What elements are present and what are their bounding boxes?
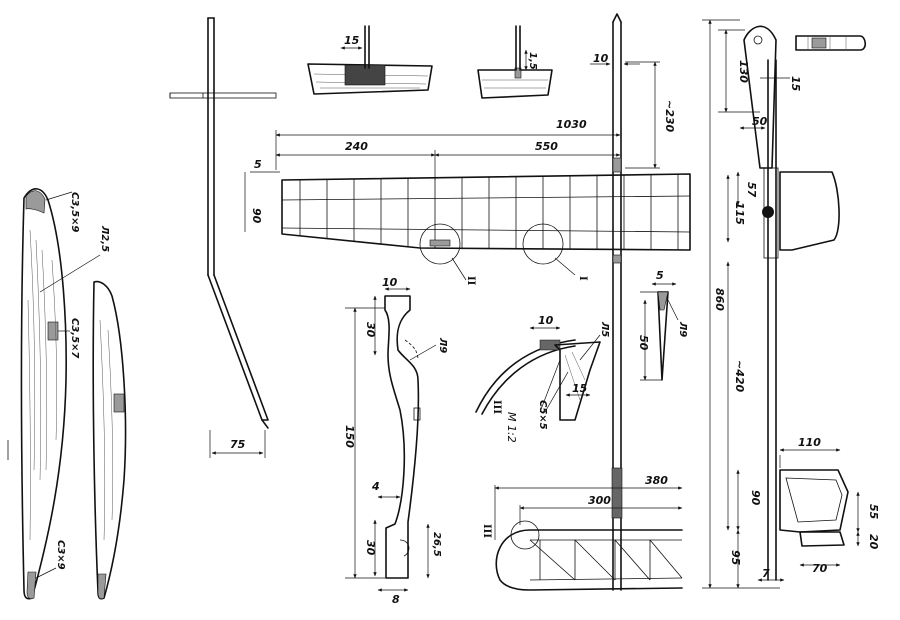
- label-arc-l5: Л5: [599, 321, 610, 337]
- dim-90: 90: [250, 208, 263, 224]
- dim-26-5: 26,5: [431, 532, 442, 557]
- dim-5-tip: 5: [656, 269, 664, 282]
- dim-95: 95: [729, 550, 742, 566]
- label-tip-l9: Л9: [677, 321, 688, 337]
- fuselage-former: [345, 287, 437, 592]
- label-view-i: I: [577, 276, 588, 281]
- dim-240: 240: [345, 140, 368, 153]
- arc-detail: [475, 326, 601, 421]
- dim-300: 300: [588, 494, 611, 507]
- dim-130: 130: [737, 60, 750, 83]
- dim-1030: 1030: [556, 118, 587, 131]
- dim-7: 7: [762, 567, 770, 580]
- stabilizer-planform: [494, 485, 683, 591]
- dim-57: 57: [745, 182, 758, 198]
- dim-10-arc: 10: [538, 314, 554, 327]
- dimension-labels: 1030 550 240 90 5 ~230 10 15 1,5 130 15 …: [230, 34, 880, 606]
- dim-10-boom: 10: [593, 52, 609, 65]
- dim-380: 380: [645, 474, 668, 487]
- dim-1-5: 1,5: [527, 52, 538, 70]
- label-view-iii: III: [491, 400, 502, 414]
- dim-5: 5: [254, 158, 262, 171]
- dim-550: 550: [535, 140, 558, 153]
- dim-115: 115: [733, 202, 746, 225]
- label-c3-5x9: С3,5×9: [69, 192, 80, 232]
- dim-150: 150: [343, 425, 356, 448]
- dim-8: 8: [392, 593, 400, 606]
- dim-420: ~420: [733, 360, 746, 393]
- dim-90-tail: 90: [749, 490, 762, 506]
- wing-tip-section: [92, 280, 127, 600]
- scale-label: М 1:2: [505, 412, 518, 443]
- dim-860: 860: [713, 288, 726, 311]
- dim-15-fin: 15: [789, 76, 802, 92]
- dim-15-arc: 15: [572, 382, 588, 395]
- fuselage-boom: [590, 13, 660, 591]
- dim-15-a: 15: [344, 34, 360, 47]
- label-c5x5: С5×5: [537, 400, 548, 430]
- dim-20: 20: [867, 534, 880, 550]
- dim-30-rib-a: 30: [364, 322, 377, 338]
- dim-75: 75: [230, 438, 246, 451]
- spar-detail-2: [477, 25, 553, 99]
- label-l2-5: Л2,5: [99, 225, 110, 252]
- fin-tip: [640, 282, 679, 381]
- label-c3x9: С3×9: [55, 540, 66, 570]
- dim-50-tip: 50: [637, 335, 650, 351]
- tow-rod: [169, 17, 277, 458]
- label-view-ii: II: [465, 276, 476, 286]
- dim-55: 55: [867, 504, 880, 520]
- label-rib-l9: Л9: [437, 337, 448, 353]
- fuselage-side-right: [702, 19, 867, 589]
- dim-110: 110: [798, 436, 821, 449]
- fuselage-mount: [795, 35, 867, 51]
- dim-30-rib-b: 30: [364, 540, 377, 556]
- dim-4: 4: [371, 480, 380, 493]
- dim-10-rib: 10: [382, 276, 398, 289]
- material-labels: С3,5×9 Л2,5 С3,5×7 С3×9 Л9 Л9 Л5 С5×5 I …: [55, 192, 688, 570]
- dim-70: 70: [812, 562, 828, 575]
- label-view-iii-stab: III: [481, 524, 492, 538]
- label-c3-5x7: С3,5×7: [69, 318, 80, 358]
- spar-detail-1: [307, 25, 433, 95]
- wing-planform: [244, 130, 691, 281]
- dim-50-fin: 50: [752, 115, 768, 128]
- dim-230: ~230: [663, 100, 676, 133]
- wing-root-section: [20, 188, 101, 600]
